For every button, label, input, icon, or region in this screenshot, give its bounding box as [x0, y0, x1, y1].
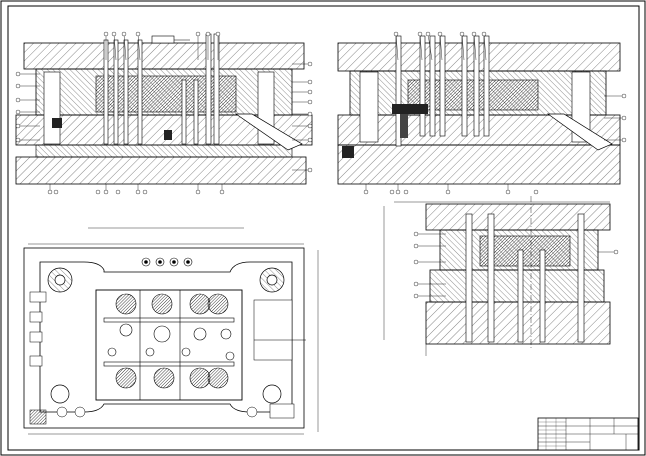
ejector-block	[392, 104, 428, 114]
cavity-features	[103, 290, 235, 400]
plan-view-core-side	[23, 227, 319, 435]
angled-lifter	[546, 113, 613, 151]
side-hardware-right	[246, 299, 306, 419]
balloon-leaders-bottom	[363, 184, 539, 195]
angled-lifter	[234, 113, 303, 151]
balloon-leaders-right	[598, 249, 619, 255]
screw-head	[52, 118, 62, 128]
sprue-bushing	[151, 35, 175, 44]
cavity-insert-outline	[95, 289, 243, 401]
title-block	[537, 417, 639, 451]
clamp-plate-bottom	[15, 156, 307, 185]
balloon-leaders-right	[604, 93, 627, 143]
section-view-front	[15, 31, 313, 195]
balloon-leaders-left	[15, 71, 40, 143]
side-hardware-left	[29, 291, 86, 425]
balloon-leaders-left	[413, 231, 446, 299]
cavity-insert	[407, 79, 539, 111]
balloon-leaders-top	[393, 31, 487, 61]
inner-border	[7, 5, 640, 451]
balloon-leaders-bottom	[47, 184, 225, 195]
cavity-insert	[479, 235, 571, 267]
screw-head	[164, 130, 172, 140]
support-plate	[35, 144, 293, 158]
core-plate	[429, 269, 605, 303]
guide-pillar-left	[43, 71, 61, 145]
section-view-detail	[383, 196, 619, 356]
balloon-leaders-right	[292, 61, 313, 173]
guide-pillar-left	[359, 71, 379, 143]
screw-head	[342, 146, 354, 158]
balloon-leaders-top	[103, 31, 221, 61]
clamp-plate-outline	[23, 247, 305, 429]
cavity-insert	[95, 75, 237, 113]
title-block-grid	[538, 418, 566, 450]
section-view-side	[337, 31, 627, 195]
ejector-pins	[395, 35, 490, 147]
ejector-pins	[465, 213, 585, 343]
ejector-block	[400, 114, 408, 138]
top-clamp-plate	[23, 42, 305, 70]
screw-holes-top	[141, 257, 193, 267]
guide-bushings	[47, 267, 285, 404]
clamp-plate-bottom	[337, 144, 621, 185]
